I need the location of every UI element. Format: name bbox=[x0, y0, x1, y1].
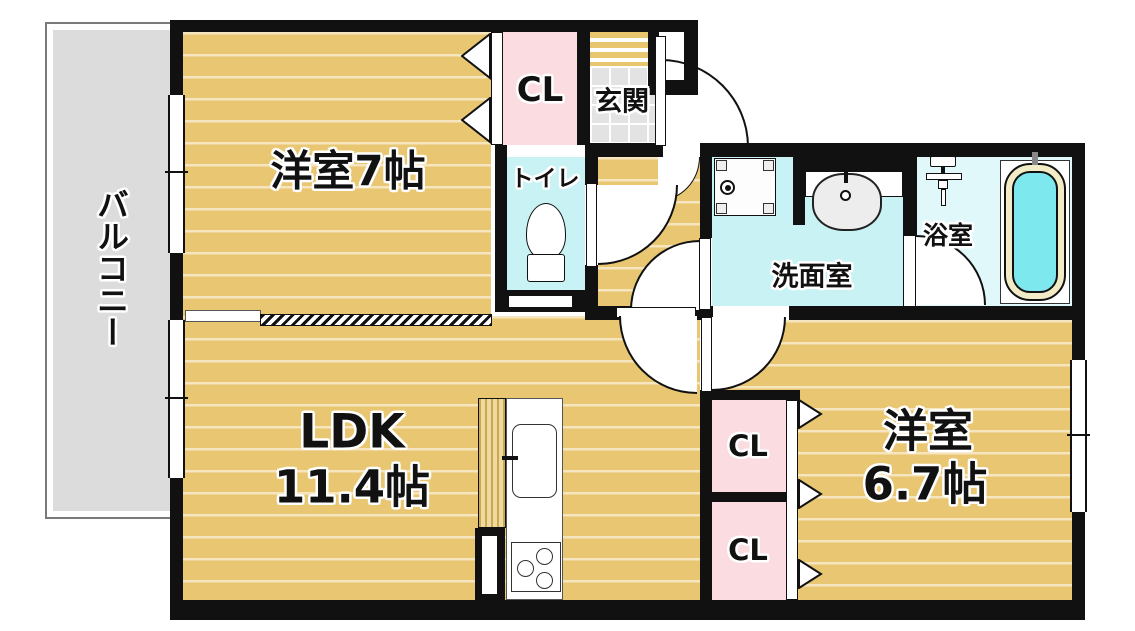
washroom-door bbox=[699, 238, 711, 310]
pan-corner bbox=[763, 160, 774, 171]
pan-corner bbox=[716, 160, 727, 171]
bathtub-water bbox=[1012, 171, 1058, 293]
wall bbox=[585, 143, 663, 157]
closet-mid-floor bbox=[712, 400, 786, 492]
pan-corner bbox=[716, 203, 727, 214]
pan-corner bbox=[763, 203, 774, 214]
wall bbox=[170, 600, 1085, 620]
bedroom2-label: 洋室 bbox=[882, 404, 974, 458]
wall bbox=[903, 157, 917, 235]
ldk-floor bbox=[183, 316, 700, 600]
bedroom2-doorway bbox=[713, 306, 789, 320]
closet-doors-right bbox=[786, 400, 798, 600]
toilet-door bbox=[586, 183, 597, 267]
sliding-partition bbox=[260, 314, 492, 326]
stove-burner bbox=[536, 548, 553, 565]
tub-faucet bbox=[1026, 146, 1046, 152]
balcony-label: バルコニー bbox=[92, 188, 130, 348]
ldk-label: LDK bbox=[299, 404, 405, 460]
window-mullion bbox=[165, 397, 188, 399]
closet-bottom-label: CL bbox=[728, 533, 768, 567]
wall bbox=[712, 492, 800, 502]
bedroom2-size-label: 6.7帖 bbox=[862, 457, 988, 511]
kitchen-sink-icon bbox=[512, 424, 557, 498]
closet-top-door bbox=[491, 32, 503, 145]
sliding-partition-open bbox=[185, 310, 261, 322]
closet-bottom-floor bbox=[712, 502, 786, 600]
washroom-label: 洗面室 bbox=[771, 261, 853, 293]
window bbox=[168, 95, 185, 253]
door-swing-arc bbox=[661, 59, 749, 147]
stove-burner bbox=[536, 572, 553, 589]
toilet-bottom-opening bbox=[508, 295, 573, 308]
shower-icon bbox=[930, 156, 956, 167]
wall bbox=[793, 157, 805, 225]
wall bbox=[495, 145, 507, 312]
pan-drain-dot bbox=[725, 185, 731, 191]
toilet-tank bbox=[527, 254, 565, 282]
toilet-label: トイレ bbox=[510, 166, 580, 192]
kitchen-faucet bbox=[502, 456, 518, 460]
entrance-step bbox=[590, 32, 658, 66]
ldk-size-label: 11.4帖 bbox=[273, 460, 431, 514]
kitchen-counter-hatch bbox=[478, 398, 506, 528]
shower-valve bbox=[938, 180, 948, 189]
wall bbox=[712, 306, 1085, 320]
window-mullion bbox=[165, 171, 188, 173]
wall bbox=[700, 143, 712, 238]
balcony-floor bbox=[53, 30, 171, 511]
bathroom-label: 浴室 bbox=[922, 221, 974, 250]
kitchen-side-opening bbox=[482, 536, 497, 594]
shower-hose bbox=[941, 189, 946, 206]
vanity-faucet bbox=[844, 165, 848, 183]
bedroom2-door bbox=[701, 317, 712, 392]
folding-door-arrow-icon bbox=[798, 559, 823, 589]
wall bbox=[700, 143, 1085, 157]
entrance-label: 玄関 bbox=[595, 86, 649, 118]
tub-faucet-stem bbox=[1032, 152, 1038, 165]
toilet-icon bbox=[526, 203, 566, 259]
window bbox=[168, 320, 185, 478]
folding-door-arrow-icon bbox=[798, 399, 823, 429]
stove-burner bbox=[517, 560, 534, 577]
wall bbox=[795, 157, 910, 171]
vanity-drain bbox=[840, 190, 851, 201]
folding-door-arrow-icon bbox=[461, 97, 491, 144]
folding-door-arrow-icon bbox=[461, 33, 491, 80]
wall bbox=[170, 20, 665, 32]
entrance-door bbox=[655, 36, 666, 146]
window bbox=[1070, 360, 1087, 512]
closet-top-floor bbox=[503, 32, 577, 145]
wall bbox=[700, 390, 800, 400]
bedroom1-floor bbox=[183, 32, 491, 316]
wall bbox=[577, 32, 590, 145]
folding-door-arrow-icon bbox=[798, 479, 823, 509]
wall bbox=[585, 145, 598, 185]
entrance-floor bbox=[590, 66, 658, 143]
shower-bar bbox=[926, 173, 962, 180]
window-mullion bbox=[1067, 434, 1090, 436]
bedroom1-label: 洋室7帖 bbox=[270, 146, 426, 196]
wall bbox=[700, 390, 712, 600]
shower-stem bbox=[941, 167, 945, 174]
closet-mid-label: CL bbox=[728, 429, 768, 463]
closet-top-label: CL bbox=[516, 70, 564, 110]
bathroom-door bbox=[903, 235, 916, 307]
vanity-faucet-top bbox=[841, 159, 850, 168]
